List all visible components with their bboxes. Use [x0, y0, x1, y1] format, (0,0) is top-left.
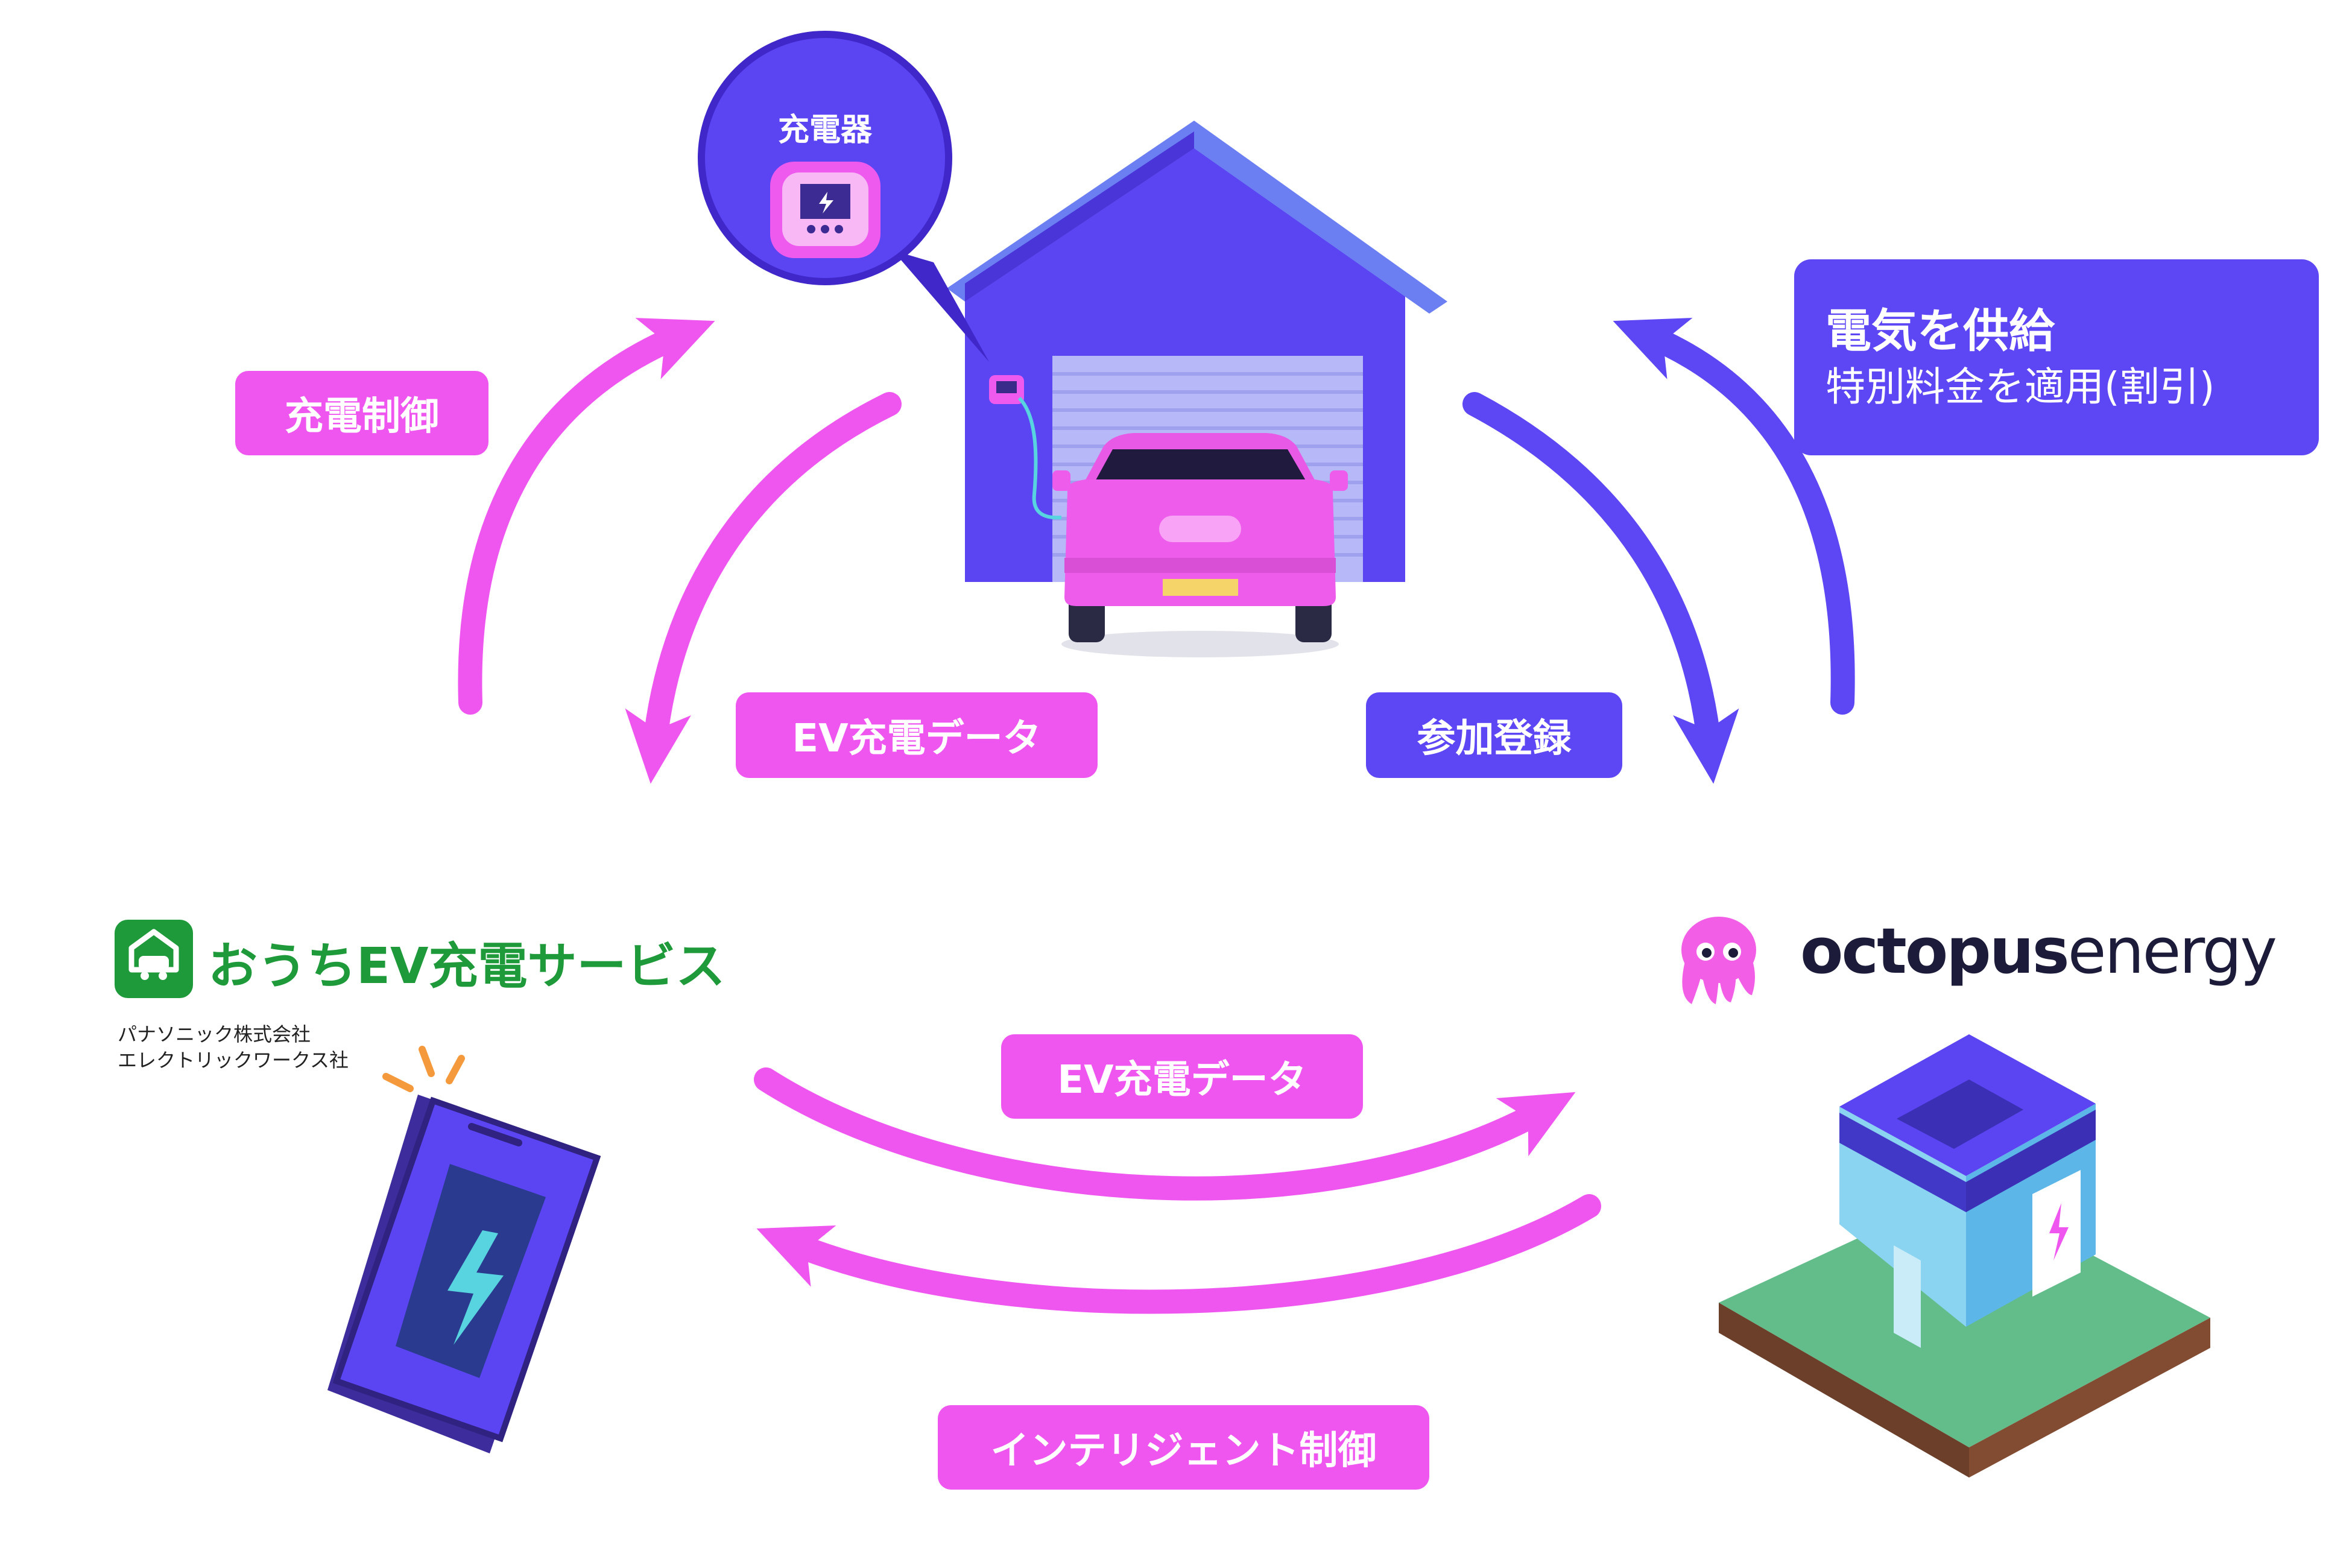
- ev-data-top-label: EV充電データ: [736, 692, 1098, 778]
- panasonic-company-line1: パナソニック株式会社: [118, 1023, 311, 1046]
- power-supply-title: 電気を供給: [1826, 304, 2055, 358]
- arrow-registration: [1462, 392, 1739, 784]
- octopus-mascot-icon: [1681, 917, 1756, 1004]
- lightning-icon: [447, 1230, 504, 1345]
- arrow-charge-control: [458, 318, 715, 715]
- ouchi-ev-app-icon: [115, 920, 193, 998]
- arrow-power-supply: [1613, 318, 1855, 715]
- arrow-ev-data-to-octopus: [754, 1067, 1576, 1201]
- power-supply-subtitle: 特別料金を適用(割引): [1826, 364, 2215, 410]
- charger-bubble-title: 充電器: [777, 112, 872, 148]
- smartphone-illustration: [327, 1046, 601, 1453]
- arrow-intelligent-control: [756, 1194, 1601, 1314]
- octopus-energy-logo: octopusenergy: [1800, 920, 2277, 982]
- registration-label: 参加登録: [1366, 692, 1622, 778]
- power-supply-box: 電気を供給 特別料金を適用(割引): [1794, 259, 2319, 455]
- octopus-brand-bold: octopus: [1800, 914, 2070, 988]
- intelligent-control-label: インテリジェント制御: [938, 1405, 1429, 1490]
- ev-data-bottom-label: EV充電データ: [1001, 1034, 1363, 1119]
- octopus-brand-light: energy: [2067, 914, 2277, 988]
- ouchi-ev-service-name: おうちEV充電サービス: [208, 938, 726, 995]
- charge-control-label: 充電制御: [235, 371, 488, 455]
- arrow-ev-data-to-app: [625, 392, 902, 784]
- car-illustration: [1052, 433, 1348, 657]
- charger-bubble: [698, 31, 989, 362]
- panasonic-company-line2: エレクトリックワークス社: [118, 1049, 349, 1072]
- octopus-building-illustration: [1719, 1034, 2210, 1478]
- license-plate: [1163, 579, 1238, 596]
